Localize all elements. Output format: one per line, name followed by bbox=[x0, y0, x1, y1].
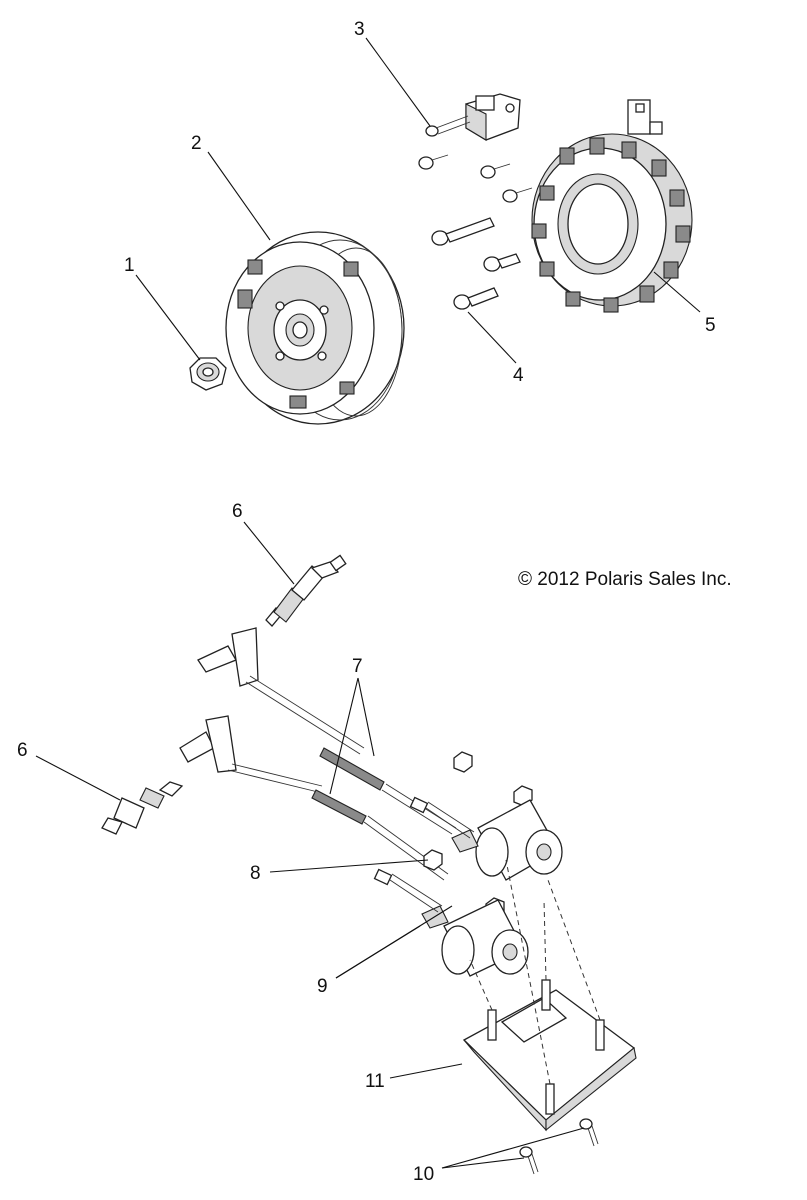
stator bbox=[531, 99, 693, 313]
spark-plug-upper bbox=[265, 554, 347, 627]
flywheel bbox=[225, 231, 405, 425]
callout-6-lower: 6 bbox=[17, 740, 28, 761]
ignition-coil-upper bbox=[409, 796, 563, 881]
callout-11: 11 bbox=[365, 1071, 385, 1092]
callout-9: 9 bbox=[317, 976, 328, 997]
mounting-bracket bbox=[462, 859, 637, 1132]
leader-lines bbox=[35, 37, 701, 1169]
callout-6-upper: 6 bbox=[232, 501, 243, 522]
callout-4: 4 bbox=[513, 365, 524, 386]
callout-10: 10 bbox=[413, 1164, 434, 1185]
callout-8: 8 bbox=[250, 863, 261, 884]
flywheel-nut bbox=[189, 357, 227, 391]
bracket-bolts bbox=[519, 1118, 599, 1175]
sensor bbox=[425, 93, 521, 141]
callout-7: 7 bbox=[352, 656, 363, 677]
callout-3: 3 bbox=[354, 19, 365, 40]
ignition-coil-lower bbox=[373, 868, 529, 977]
callout-5: 5 bbox=[705, 315, 716, 336]
spark-plug-lower bbox=[101, 781, 184, 835]
spark-plug-wires bbox=[179, 627, 457, 881]
copyright-text: © 2012 Polaris Sales Inc. bbox=[518, 569, 732, 590]
stator-bolts bbox=[418, 154, 533, 310]
callout-2: 2 bbox=[191, 133, 202, 154]
callout-1: 1 bbox=[124, 255, 135, 276]
